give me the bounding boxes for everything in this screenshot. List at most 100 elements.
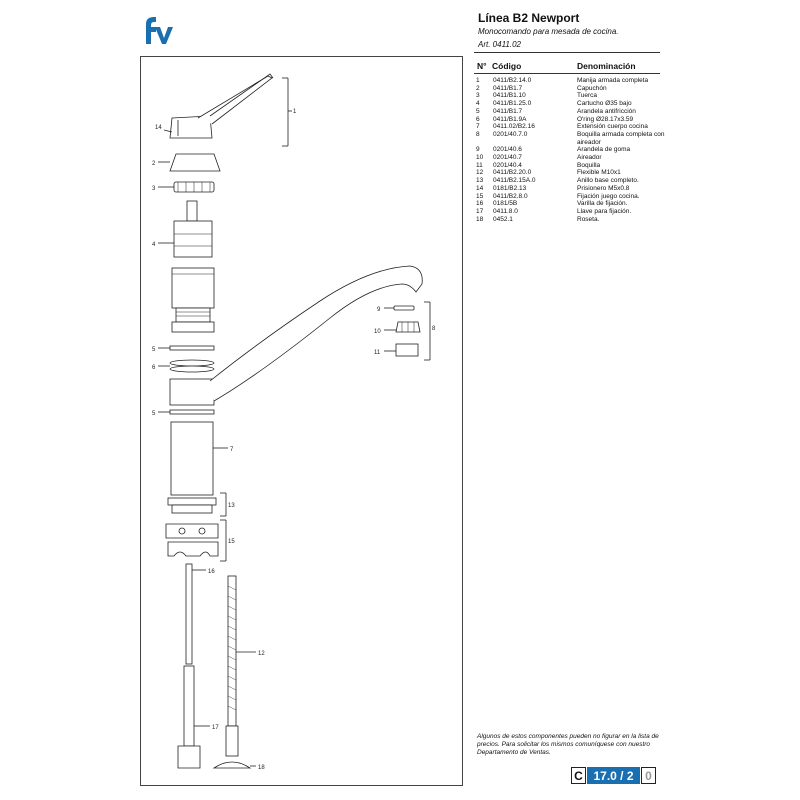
- product-description: Monocomando para mesada de cocina.: [478, 27, 619, 36]
- table-row: 9 0201/40.6 Arandela de goma: [476, 146, 666, 154]
- part-number: 9: [476, 146, 480, 154]
- callout-2: 2: [152, 161, 156, 167]
- part-name: Manija armada completa: [577, 77, 649, 84]
- column-header-code: Código: [492, 61, 522, 71]
- column-header-name: Denominación: [577, 61, 636, 71]
- callout-7: 7: [230, 447, 234, 453]
- part-code: 0201/40.7.0: [493, 130, 528, 138]
- part-code: 0411/B2.15A.0: [493, 177, 536, 185]
- part-code: 0181/B2.13: [493, 184, 527, 192]
- part-name: Llave para fijación.: [577, 207, 632, 215]
- part-code: 0411/B1.7: [493, 107, 523, 115]
- exploded-view-diagram: 1 14 2 3 4 5 6 5 7 8 9 10 11 12 13 15 16…: [152, 73, 436, 771]
- part-number: 1: [476, 77, 480, 84]
- part-code: 0411/B2.20.0: [493, 169, 532, 177]
- availability-note: Algunos de estos componentes pueden no f…: [477, 733, 659, 756]
- diagram-frame: [140, 56, 463, 786]
- part-number: 2: [476, 84, 480, 92]
- page-number: 17.0 / 2: [587, 767, 640, 784]
- part-code: 0411/B1.10: [493, 92, 526, 100]
- part-code: 0411/B1.25.0: [493, 100, 532, 108]
- table-row: 8 0201/40.7.0 Boquilla armada completa con…: [476, 131, 666, 146]
- callout-15: 15: [228, 539, 235, 545]
- part-code: 0181/5B: [493, 200, 518, 208]
- part-number: 11: [476, 161, 483, 169]
- part-code: 0201/40.7: [493, 154, 522, 162]
- callout-14: 14: [155, 125, 162, 131]
- table-row: 10 0201/40.7 Aireador: [476, 154, 666, 162]
- part-name: Boquilla armada completa con aireador: [577, 130, 665, 146]
- part-number: 7: [476, 123, 480, 131]
- column-header-number: N°: [477, 61, 487, 71]
- part-name: Prisionero M5x0.8: [577, 184, 630, 192]
- callout-13: 13: [228, 503, 235, 509]
- header-divider: [474, 52, 660, 53]
- part-number: 4: [476, 100, 480, 108]
- callout-3: 3: [152, 186, 156, 192]
- part-number: 12: [476, 169, 484, 177]
- callout-9: 9: [377, 307, 381, 313]
- callout-10: 10: [374, 329, 381, 335]
- part-code: 0411.02/B2.16: [493, 123, 535, 131]
- part-code: 0201/40.6: [493, 146, 522, 154]
- part-name: Arandela de goma: [577, 146, 631, 154]
- fv-logo: [146, 17, 173, 44]
- part-code: 0411/B1.9A: [493, 115, 527, 123]
- part-number: 13: [476, 177, 484, 185]
- article-number: Art. 0411.02: [478, 40, 521, 49]
- part-name: Capuchón: [577, 84, 607, 92]
- callout-18: 18: [258, 765, 265, 771]
- page-title: Línea B2 Newport: [478, 11, 580, 25]
- diagram-callouts: 1 14 2 3 4 5 6 5 7 8 9 10 11 12 13 15 16…: [152, 109, 436, 771]
- callout-5a: 5: [152, 347, 156, 353]
- part-name: Arandela antifricción: [577, 107, 636, 115]
- handle-part: [169, 73, 292, 147]
- callout-1: 1: [293, 109, 297, 115]
- part-number: 15: [476, 192, 484, 200]
- part-code: 0411/B1.7: [493, 84, 523, 92]
- part-number: 6: [476, 115, 480, 123]
- table-row: 6 0411/B1.9A O'ring Ø28.17x3.59: [476, 116, 666, 124]
- table-row: 2 0411/B1.7 Capuchón: [476, 85, 666, 93]
- section-letter: C: [571, 767, 586, 784]
- part-number: 5: [476, 107, 480, 115]
- part-number: 17: [476, 207, 484, 215]
- callout-16: 16: [208, 569, 215, 575]
- table-row: 7 0411.02/B2.16 Extensión cuerpo cocina: [476, 123, 666, 131]
- part-number: 10: [476, 154, 484, 162]
- table-row: 11 0201/40.4 Boquilla: [476, 162, 666, 170]
- part-name: Fijación juego cocina.: [577, 192, 640, 200]
- parts-list: 1 0411/B2.14.0 Manija armada completa 2 0411…: [476, 77, 666, 223]
- revision-number: 0: [641, 767, 656, 784]
- part-code: 0452.1: [493, 215, 513, 223]
- part-name: Tuerca: [577, 92, 597, 100]
- part-name: Aireador: [577, 154, 602, 162]
- table-row: 1 0411/B2.14.0 Manija armada completa: [476, 77, 666, 85]
- part-number: 8: [476, 130, 480, 138]
- callout-17: 17: [212, 725, 219, 731]
- part-name: Roseta.: [577, 215, 600, 223]
- callout-5b: 5: [152, 411, 156, 417]
- part-name: Extensión cuerpo cocina: [577, 123, 648, 131]
- table-row: 16 0181/5B Varilla de fijación.: [476, 200, 666, 208]
- callout-6: 6: [152, 365, 156, 371]
- part-code: 0201/40.4: [493, 161, 522, 169]
- part-name: Boquilla: [577, 161, 601, 169]
- part-code: 0411/B2.14.0: [493, 77, 532, 84]
- part-number: 16: [476, 200, 484, 208]
- part-number: 3: [476, 92, 480, 100]
- table-row: 12 0411/B2.20.0 Flexible M10x1: [476, 169, 666, 177]
- callout-12: 12: [258, 651, 265, 657]
- part-name: Varilla de fijación.: [577, 200, 628, 208]
- table-header-divider: [474, 73, 660, 74]
- part-name: Flexible M10x1: [577, 169, 621, 177]
- page-reference: C 17.0 / 2 0: [571, 767, 656, 784]
- part-name: O'ring Ø28.17x3.59: [577, 115, 634, 123]
- part-code: 0411/B2.8.0: [493, 192, 528, 200]
- table-row: 15 0411/B2.8.0 Fijación juego cocina.: [476, 193, 666, 201]
